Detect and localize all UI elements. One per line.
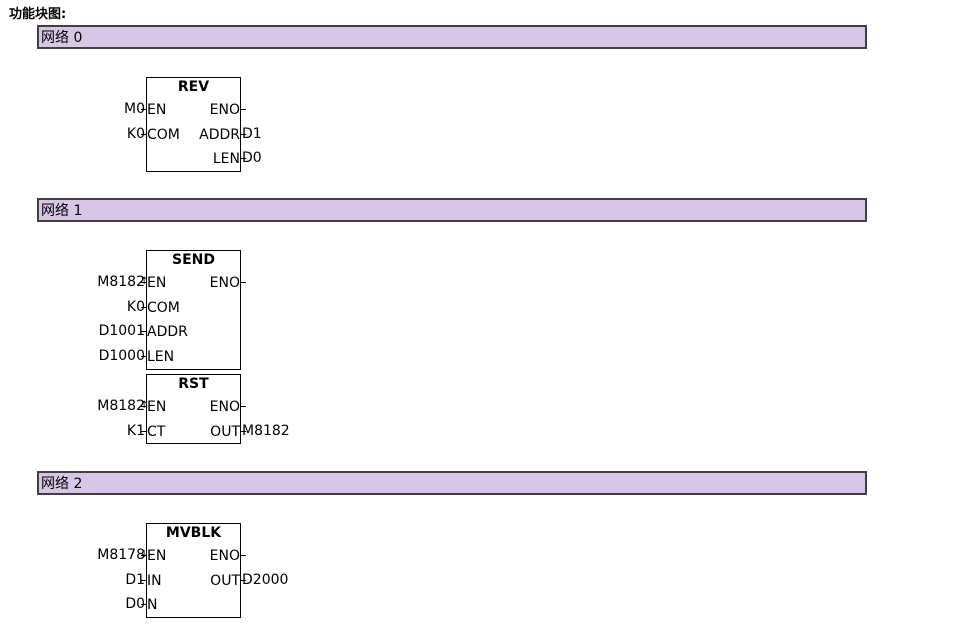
function-block-rev[interactable]: REV EN COM ENO ADDR LEN (146, 77, 241, 172)
edge-trigger-icon: ↑ (140, 400, 149, 411)
input-pin-en: EN (147, 399, 167, 415)
output-operand[interactable]: D0 (242, 150, 262, 166)
input-pin-en: EN (147, 102, 167, 118)
block-name: SEND (172, 252, 215, 268)
function-block-send[interactable]: SEND EN COM ADDR LEN ENO (146, 250, 241, 370)
network-2-header[interactable]: 网络 2 (37, 471, 867, 495)
input-operand[interactable]: D1000 (98, 347, 145, 364)
input-pin-com: COM (147, 299, 180, 316)
input-pin-en: EN (147, 548, 167, 564)
output-pin-eno: ENO (209, 275, 240, 291)
page-title: 功能块图: (9, 7, 67, 22)
input-pin-n: N (147, 597, 158, 613)
input-operand[interactable]: M8178 (97, 547, 145, 563)
output-operand[interactable]: D2000 (242, 571, 289, 588)
output-pin-addr: ADDR (199, 126, 240, 143)
input-connector (141, 579, 147, 581)
input-connector (141, 430, 147, 432)
input-pin-len: LEN (147, 348, 175, 365)
input-pin-com: COM (147, 126, 180, 143)
network-0-header[interactable]: 网络 0 (37, 25, 867, 49)
output-pin-len: LEN (212, 151, 240, 167)
output-operand[interactable]: D1 (242, 125, 262, 142)
input-connector (141, 133, 147, 135)
input-connector (141, 306, 147, 308)
edge-trigger-icon: ↑ (140, 276, 149, 287)
input-operand[interactable]: D0 (125, 596, 145, 612)
input-connector (141, 406, 147, 407)
block-name: RST (178, 376, 209, 392)
network-2-label: 网络 2 (41, 476, 83, 492)
input-pin-in: IN (147, 572, 162, 589)
output-operand[interactable]: M8182 (242, 422, 290, 439)
function-block-rst[interactable]: RST EN CT ENO OUT (146, 374, 241, 444)
block-name: REV (177, 79, 210, 95)
input-connector (141, 604, 147, 605)
output-connector (240, 430, 246, 432)
input-operand[interactable]: M8182 (97, 398, 145, 414)
input-connector (141, 109, 147, 110)
output-connector (240, 282, 246, 283)
input-operand[interactable]: D1 (125, 571, 145, 588)
output-pin-eno: ENO (209, 399, 240, 415)
input-operand[interactable]: D1001 (98, 323, 145, 339)
input-operand[interactable]: M8182 (97, 274, 145, 290)
output-pin-out: OUT (210, 572, 240, 589)
input-connector (141, 555, 147, 556)
function-block-mvblk[interactable]: MVBLK EN IN N ENO OUT (146, 523, 241, 618)
output-connector (240, 406, 246, 407)
output-connector (240, 133, 246, 135)
input-operand[interactable]: M0 (124, 101, 145, 117)
output-connector (240, 158, 246, 159)
network-0-label: 网络 0 (41, 30, 83, 46)
output-connector (240, 579, 246, 581)
input-operand[interactable]: K1 (126, 422, 145, 439)
output-pin-out: OUT (210, 423, 240, 440)
output-connector (240, 109, 246, 110)
input-pin-en: EN (147, 275, 167, 291)
edge-trigger-icon: ↓ (140, 549, 149, 560)
output-connector (240, 555, 246, 556)
block-name: MVBLK (165, 525, 222, 541)
input-connector (141, 331, 147, 332)
input-pin-addr: ADDR (147, 324, 188, 340)
network-1-header[interactable]: 网络 1 (37, 198, 867, 222)
input-connector (141, 355, 147, 357)
network-1-label: 网络 1 (41, 203, 83, 219)
input-operand[interactable]: K0 (126, 298, 145, 315)
input-operand[interactable]: K0 (126, 125, 145, 142)
input-pin-ct: CT (147, 423, 166, 440)
input-connector (141, 282, 147, 283)
output-pin-eno: ENO (209, 548, 240, 564)
output-pin-eno: ENO (209, 102, 240, 118)
